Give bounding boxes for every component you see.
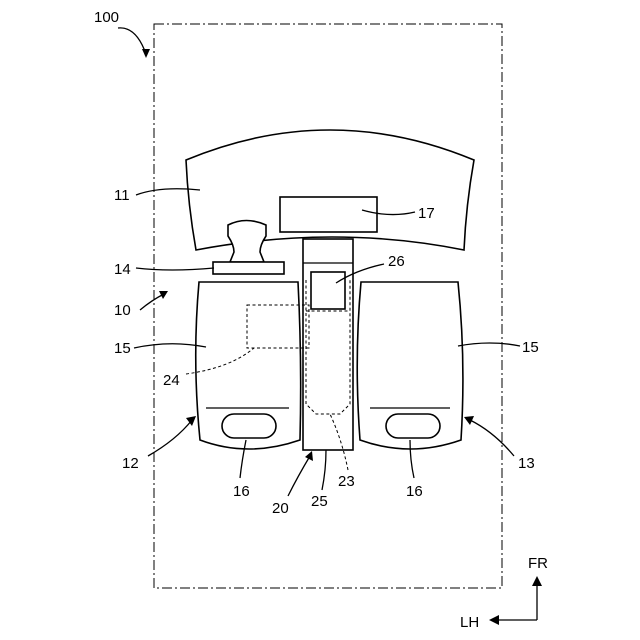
label-14: 14	[114, 261, 131, 278]
leader-20	[288, 456, 310, 496]
label-front: FR	[528, 555, 548, 572]
arrow-20	[305, 451, 313, 461]
label-17: 17	[418, 205, 435, 222]
leader-14	[136, 268, 214, 270]
label-100: 100	[94, 9, 119, 26]
leader-100	[118, 28, 146, 54]
label-12: 12	[122, 455, 139, 472]
arrow-left	[489, 615, 499, 625]
label-20: 20	[272, 500, 289, 517]
label-15-left: 15	[114, 340, 131, 357]
steering-handle	[228, 221, 266, 263]
knob-left	[222, 414, 276, 438]
center-console	[303, 239, 353, 450]
leader-12	[148, 420, 192, 456]
arrow-10	[159, 291, 168, 299]
leader-13	[470, 420, 514, 456]
leader-10	[140, 294, 164, 310]
console-device	[311, 272, 345, 309]
arrow-13	[464, 416, 474, 425]
label-16-right: 16	[406, 483, 423, 500]
leader-25	[322, 450, 326, 490]
label-25: 25	[311, 493, 328, 510]
label-24: 24	[163, 372, 180, 389]
label-left: LH	[460, 614, 479, 631]
arrow-front	[532, 576, 542, 586]
steering-base	[213, 262, 284, 274]
label-13: 13	[518, 455, 535, 472]
knob-right	[386, 414, 440, 438]
label-11: 11	[114, 187, 130, 204]
label-16-left: 16	[233, 483, 250, 500]
label-10: 10	[114, 302, 131, 319]
leader-15-right	[458, 343, 520, 346]
label-23: 23	[338, 473, 355, 490]
arrow-100	[142, 49, 150, 58]
display-panel	[280, 197, 377, 232]
label-26: 26	[388, 253, 405, 270]
label-15-right: 15	[522, 339, 539, 356]
